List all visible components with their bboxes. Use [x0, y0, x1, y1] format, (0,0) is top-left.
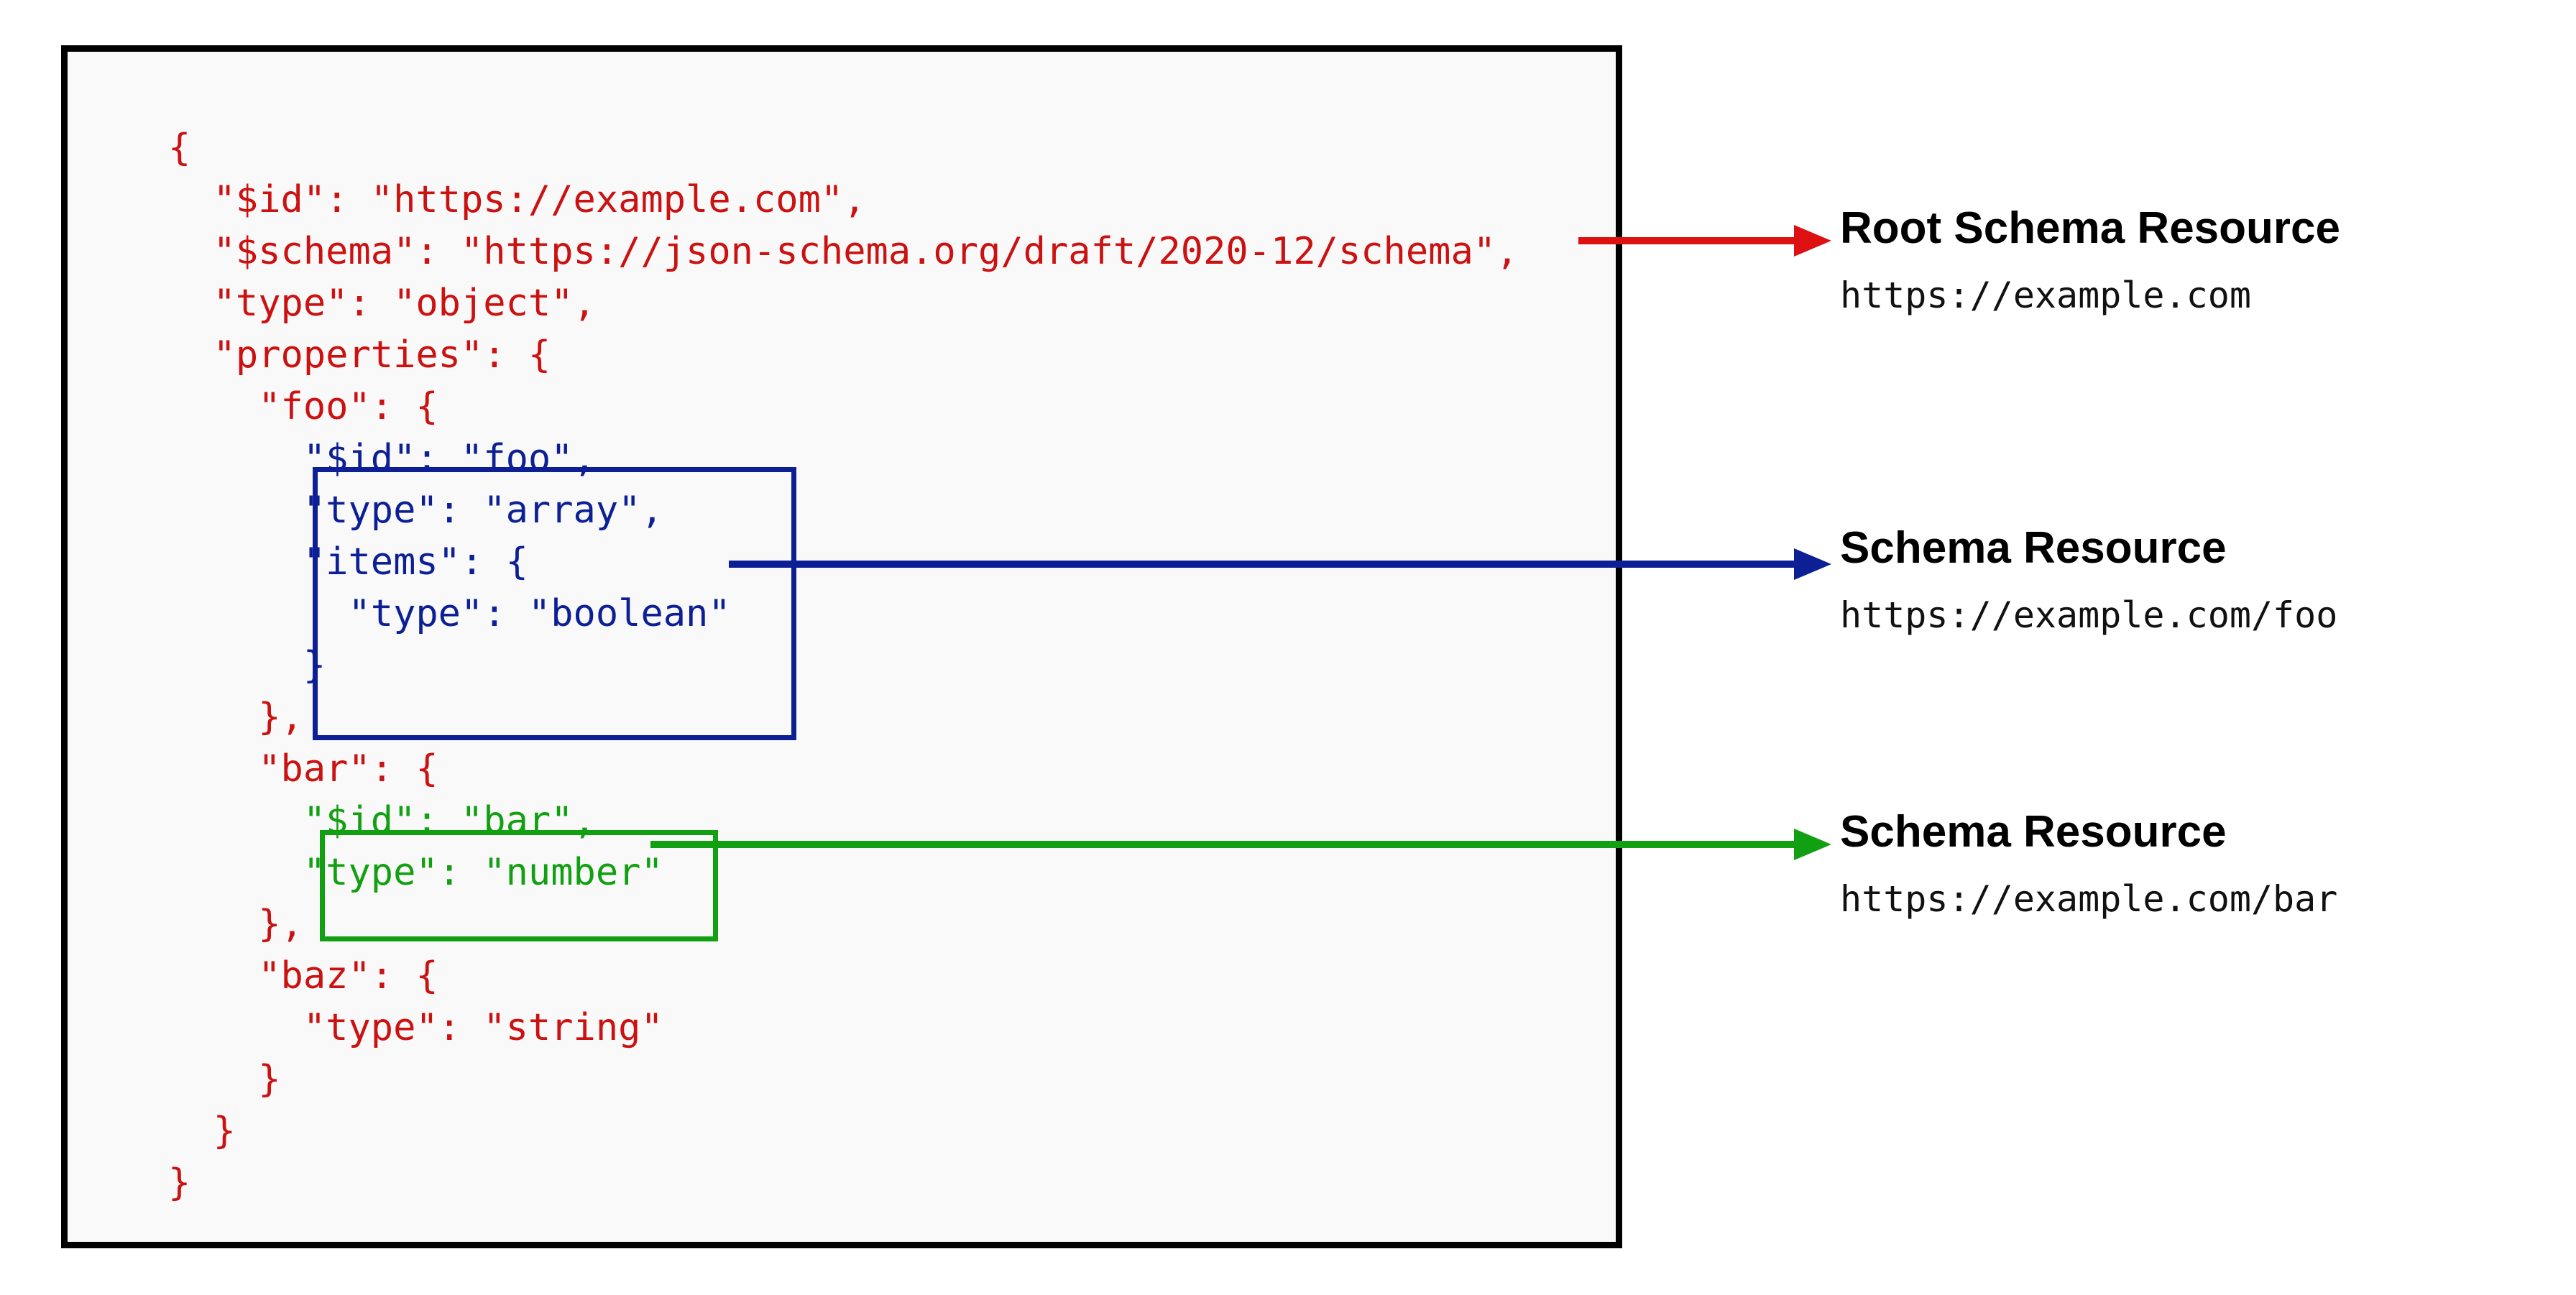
arrow-shaft — [1578, 237, 1801, 244]
code-line: "$schema": "https://json-schema.org/draf… — [168, 230, 1519, 273]
code-line: { — [168, 126, 191, 170]
json-code-panel: { "$id": "https://example.com", "$schema… — [61, 45, 1622, 1248]
arrow-head-icon — [1794, 829, 1831, 860]
highlight-box-bar-subschema — [320, 830, 718, 941]
code-line: "type": "string" — [168, 1006, 663, 1049]
code-line: }, — [168, 696, 303, 739]
json-code-block: { "$id": "https://example.com", "$schema… — [168, 122, 1518, 1209]
label-group-foo-schema-resource: Schema Resource https://example.com/foo — [1840, 523, 2338, 636]
label-group-root-schema-resource: Root Schema Resource https://example.com — [1840, 203, 2340, 316]
code-line: "properties": { — [168, 333, 551, 377]
label-title: Schema Resource — [1840, 807, 2227, 857]
code-line: "$id": "https://example.com", — [168, 178, 866, 221]
code-line: "bar": { — [168, 747, 438, 791]
code-line: }, — [168, 903, 303, 946]
code-line: "foo": { — [168, 385, 438, 428]
code-line: } — [168, 1058, 281, 1101]
label-url: https://example.com — [1840, 275, 2251, 316]
code-line: "items": { — [168, 540, 528, 584]
label-title: Schema Resource — [1840, 523, 2227, 573]
code-line: "$id": "foo", — [168, 437, 596, 480]
code-line: "baz": { — [168, 954, 438, 997]
arrow-head-icon — [1794, 225, 1831, 257]
label-url: https://example.com/bar — [1840, 878, 2338, 920]
code-line: } — [168, 1110, 236, 1153]
label-url: https://example.com/foo — [1840, 594, 2338, 636]
arrow-head-icon — [1794, 548, 1831, 580]
code-line: "type": "object", — [168, 282, 596, 325]
code-line: "type": "number" — [168, 851, 663, 894]
highlight-box-foo-subschema — [313, 467, 796, 740]
arrow-shaft — [729, 561, 1801, 568]
code-line: "$id": "bar", — [168, 799, 596, 842]
code-line: "type": "boolean" — [168, 592, 731, 635]
label-title: Root Schema Resource — [1840, 203, 2340, 253]
code-line: "type": "array", — [168, 489, 663, 532]
code-line: } — [168, 1161, 191, 1204]
arrow-shaft — [650, 841, 1801, 848]
label-group-bar-schema-resource: Schema Resource https://example.com/bar — [1840, 807, 2338, 920]
